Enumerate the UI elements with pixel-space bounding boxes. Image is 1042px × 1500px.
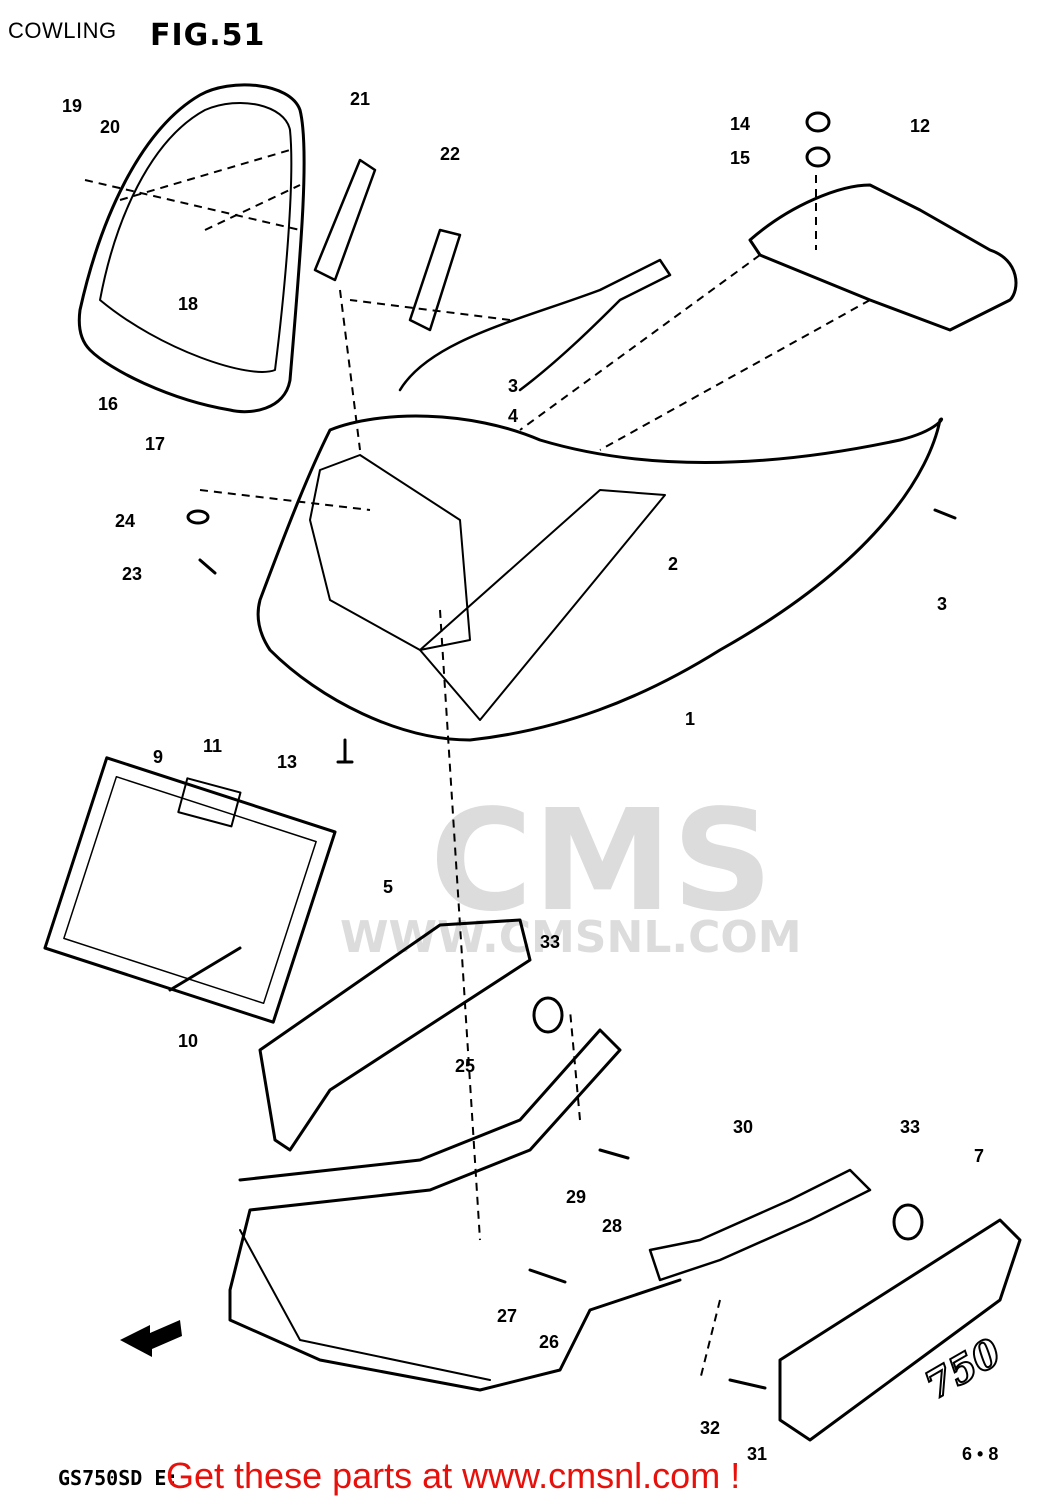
part-number-label: 19 [62,96,82,116]
part-number-label: 24 [115,511,135,531]
grille-inner [63,775,317,1005]
part-number-label: 14 [730,114,750,134]
rubber-33b [892,1203,924,1241]
model-code: GS750SD E: [58,1466,179,1490]
screw-10 [168,946,242,992]
watermark-logo: CMS [430,780,773,943]
windscreen-inner [99,102,293,373]
bolt-31 [728,1378,767,1390]
washer-24 [186,509,210,525]
part-number-label: 20 [100,117,120,137]
stay-30 [648,1168,872,1282]
part-number-label: 11 [203,736,222,756]
cowling-body [256,414,944,742]
part-number-label: 31 [747,1444,767,1464]
front-badge-text: 750 [917,1329,1009,1408]
plate-11 [177,777,242,828]
part-number-label: 33 [540,932,560,952]
part-number-label: 30 [733,1117,753,1137]
top-cover [748,183,1018,332]
front-arrow-icon [120,1320,182,1357]
screw-13 [336,738,354,764]
stay-22 [408,228,462,332]
side-panel [778,1218,1022,1442]
cowling-stripe [419,489,666,721]
part-number-label: 2 [668,554,678,574]
part-number-label: 15 [730,148,750,168]
headlight-opening [309,454,471,651]
page-title: COWLING [8,18,117,43]
part-number-label: 32 [700,1418,720,1438]
part-number-label: 9 [153,747,163,767]
rubber-33a [532,996,564,1034]
inner-panel [258,918,532,1152]
watermark-url: WWW.CMSNL.COM [340,912,802,963]
nut-14 [805,111,831,133]
part-number-label: 12 [910,116,930,136]
part-number-label: 22 [440,144,460,164]
part-number-label: 7 [974,1146,984,1166]
part-number-label: 3 [508,376,518,396]
figure-number: FIG.51 [150,18,266,53]
grille [43,756,337,1024]
part-number-label: 27 [497,1306,517,1326]
screw-23 [198,558,217,575]
part-number-label: 4 [508,406,518,426]
part-number-label: 26 [539,1332,559,1352]
upper-bracket [398,258,672,392]
screw-3 [933,508,957,520]
part-number-label: 17 [145,434,165,454]
bolt-28 [598,1148,630,1160]
windscreen [77,83,306,414]
part-number-label: 6 • 8 [962,1444,998,1464]
part-number-label: 21 [350,89,370,109]
footer-link-text[interactable]: Get these parts at www.cmsnl.com ! [166,1455,741,1496]
part-number-label: 28 [602,1216,622,1236]
part-number-label: 25 [455,1056,475,1076]
frame-lower [239,1229,491,1381]
part-number-label: 16 [98,394,118,414]
part-number-label: 5 [383,877,393,897]
nut-15 [805,146,831,168]
part-number-label: 3 [937,594,947,614]
part-number-label: 29 [566,1187,586,1207]
part-number-label: 13 [277,752,297,772]
part-number-label: 33 [900,1117,920,1137]
part-number-label: 1 [685,709,695,729]
part-number-label: 18 [178,294,198,314]
part-number-label: 23 [122,564,142,584]
stay-21 [313,158,377,282]
cowling-frame [228,1028,682,1392]
part-number-label: 10 [178,1031,198,1051]
bolt-26 [528,1268,567,1284]
